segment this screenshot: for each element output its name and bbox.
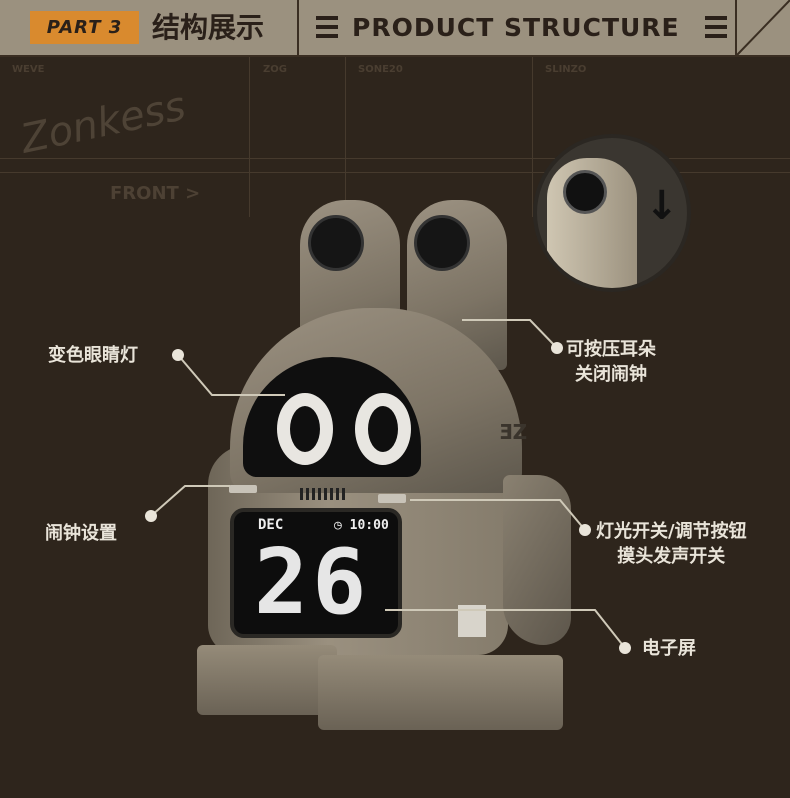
front-label: FRONT >: [110, 183, 201, 204]
section-header: PART 3 结构展示 PRODUCT STRUCTURE: [0, 0, 790, 57]
inset-knob: [563, 170, 607, 214]
callout-screen: 电子屏: [642, 638, 696, 659]
electronic-screen: DEC ◷ 10:00 26: [230, 508, 402, 638]
callout-dot: [172, 349, 184, 361]
speaker-grille: [300, 488, 345, 500]
grid-label: ZOG: [263, 64, 287, 75]
bars-icon: [705, 16, 727, 40]
left-foot: [197, 645, 337, 715]
callout-line-1: 可按压耳朵: [566, 339, 656, 360]
grid-line: [0, 172, 790, 173]
diagonal-line-decoration: [737, 0, 790, 56]
clock-icon: ◷: [334, 518, 350, 533]
callout-light-switch: 灯光开关/调节按钮 摸头发声开关: [596, 519, 747, 569]
screen-month: DEC: [258, 517, 284, 533]
section-title-cn: 结构展示: [152, 11, 265, 44]
bars-icon: [316, 16, 338, 40]
grid-line: [249, 57, 250, 217]
wing: [503, 475, 571, 645]
right-foot: [318, 655, 563, 730]
screen-day: 26: [254, 530, 371, 635]
grid-line: [532, 57, 533, 217]
ear-knob-right: [414, 215, 470, 271]
grid-label: WEVE: [12, 64, 45, 75]
alarm-setting-button[interactable]: [229, 485, 257, 493]
callout-line-2: 摸头发声开关: [617, 546, 726, 567]
grid-line: [0, 158, 790, 159]
light-switch-button[interactable]: [378, 494, 406, 503]
callout-dot: [619, 642, 631, 654]
screen-time: ◷ 10:00: [334, 517, 389, 534]
divider: [735, 0, 737, 57]
ear-press-detail-inset: ↓: [533, 134, 691, 292]
ear-knob-left: [308, 215, 364, 271]
callout-alarm-setting: 闹钟设置: [45, 523, 117, 544]
callout-dot: [145, 510, 157, 522]
brand-mark: ƎZ: [499, 420, 528, 444]
grid-label: SONE20: [358, 64, 403, 75]
callout-line-1: 灯光开关/调节按钮: [596, 521, 747, 542]
arrow-down-icon: ↓: [645, 183, 679, 229]
grid-label: SLINZO: [545, 64, 587, 75]
grid-line: [345, 57, 346, 217]
callout-ear-press: 可按压耳朵 关闭闹钟: [566, 337, 656, 387]
divider: [297, 0, 299, 57]
callout-dot: [579, 524, 591, 536]
callout-dot: [551, 342, 563, 354]
callout-eye-light: 变色眼睛灯: [48, 345, 138, 366]
section-title-en: PRODUCT STRUCTURE: [352, 13, 680, 42]
part-badge: PART 3: [30, 11, 139, 44]
callout-line-2: 关闭闹钟: [575, 364, 647, 385]
screen-time-value: 10:00: [349, 518, 389, 533]
